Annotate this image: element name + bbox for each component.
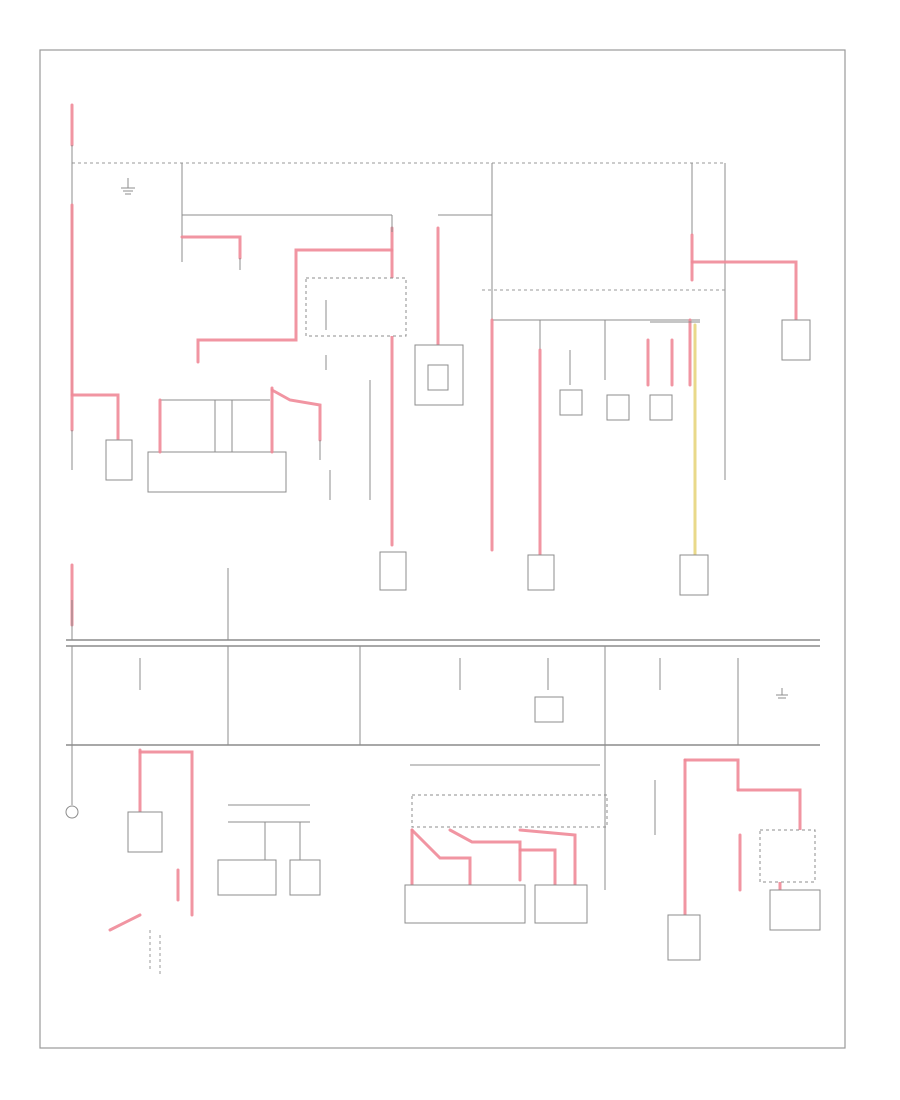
- right-lower-relay: [667, 914, 701, 961]
- control-module: [147, 451, 287, 493]
- door-lock-left-component: [404, 884, 526, 924]
- relay-box: [305, 277, 407, 337]
- wiper-motor-component: [127, 811, 163, 853]
- lower-circuit: [65, 688, 821, 975]
- ground-symbol: [121, 178, 135, 195]
- upper-circuit: [70, 103, 811, 596]
- right-switch-component: [781, 319, 811, 361]
- door-lock-right-component: [534, 884, 588, 924]
- left-headlamp-component: [105, 439, 133, 481]
- upper-motor-component: [379, 551, 407, 591]
- right-lower-module: [769, 889, 821, 931]
- right-lamp-component: [679, 554, 709, 596]
- sensor-component: [527, 554, 555, 591]
- relay-feed-wire: [196, 226, 394, 364]
- middle-bus: [66, 563, 820, 746]
- center-left-component: [217, 859, 277, 896]
- diagram-frame: [39, 49, 846, 1049]
- door-module-box: [411, 794, 608, 828]
- lower-ground-symbol: [776, 688, 788, 699]
